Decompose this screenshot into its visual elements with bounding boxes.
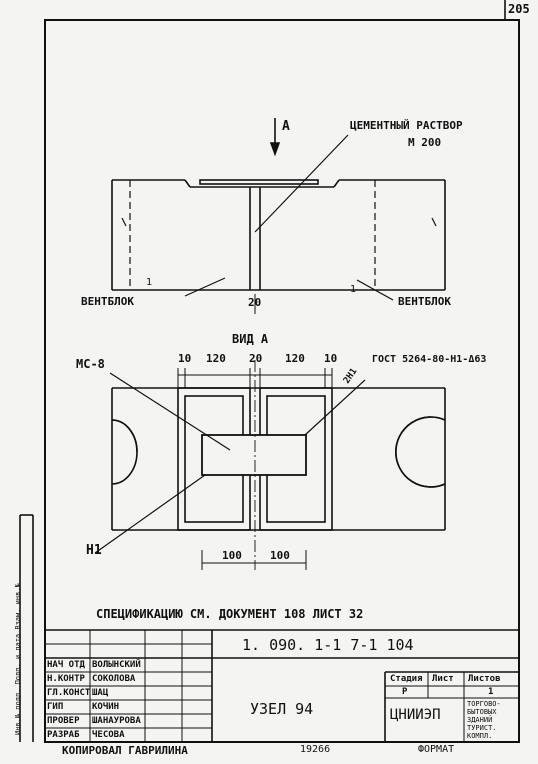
specification-note: СПЕЦИФИКАЦИЮ СМ. ДОКУМЕНТ 108 ЛИСТ 32 (96, 607, 364, 621)
sheets-value: 1 (488, 687, 494, 697)
org-sub-line: ТУРИСТ. (467, 724, 497, 732)
mortar-note-line1: ЦЕМЕНТНЫЙ РАСТВОР (350, 119, 463, 132)
sheets-header: Листов (468, 674, 501, 684)
dim-10-left: 10 (178, 352, 192, 365)
section-label: А (282, 119, 290, 134)
drawing-title: УЗЕЛ 94 (250, 700, 314, 718)
stage-header: Стадия (390, 674, 423, 684)
position-right: 1 (350, 284, 357, 295)
inventory-number: 19266 (300, 744, 331, 755)
role-name: ВОЛЫНСКИЙ (92, 660, 141, 670)
role-name: ЧЕСОВА (92, 730, 125, 740)
org-sub-line: ТОРГОВО- (467, 700, 501, 708)
dim-120-right: 120 (285, 352, 305, 365)
label-n1: Н1 (86, 543, 102, 558)
format-label: ФОРМАТ (418, 744, 455, 755)
label-mc8: МС-8 (76, 357, 105, 371)
document-code: 1. 090. 1-1 7-1 104 (242, 636, 414, 654)
org-sub-line: КОМПЛ. (467, 732, 493, 740)
org-sub-line: БЫТОВЫХ (467, 708, 497, 716)
organization-name: ЦНИИЭП (390, 707, 441, 723)
role-name: ШАНАУРОВА (92, 716, 141, 726)
copied-by: КОПИРОВАЛ ГАВРИЛИНА (62, 744, 188, 757)
vent-block-right-label: ВЕНТБЛОК (398, 295, 451, 308)
role-name: ШАЦ (92, 688, 109, 698)
role-name: СОКОЛОВА (92, 674, 136, 684)
view-title: ВИД А (232, 332, 269, 346)
vent-block-left-label: ВЕНТБЛОК (81, 295, 134, 308)
sheet-number: 205 (508, 2, 530, 16)
role-label: Н.КОНТР (47, 674, 85, 684)
dim-120-left: 120 (206, 352, 226, 365)
position-left: 1 (146, 277, 153, 288)
side-stamp: Инв.№ подл. Подп. и дата Взам. инв.№ (14, 583, 22, 735)
mortar-note-line2: М 200 (408, 136, 442, 149)
role-label: РАЗРАБ (47, 730, 80, 740)
role-label: ГИП (47, 702, 64, 712)
role-label: НАЧ ОТД (47, 660, 85, 670)
dim-10-right: 10 (324, 352, 338, 365)
dim-100-right: 100 (270, 549, 290, 562)
gost-reference: ГОСТ 5264-80-Н1-Δ63 (372, 354, 487, 365)
role-label: ПРОВЕР (47, 716, 80, 726)
org-sub-line: ЗДАНИЙ (467, 716, 493, 724)
role-label: ГЛ.КОНСТ (47, 688, 91, 698)
role-name: КОЧИН (92, 702, 120, 712)
gap-dimension: 20 (248, 296, 262, 309)
sheet-header: Лист (432, 674, 454, 684)
organization-sub: ТОРГОВО- БЫТОВЫХ ЗДАНИЙ ТУРИСТ. КОМПЛ. (467, 700, 517, 740)
stage-value: Р (402, 687, 408, 697)
dim-20-center: 20 (249, 352, 263, 365)
dim-100-left: 100 (222, 549, 242, 562)
